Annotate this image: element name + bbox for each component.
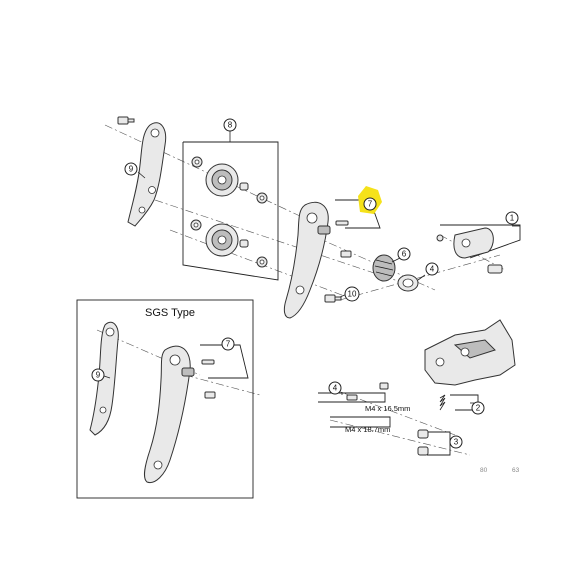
main-body xyxy=(424,319,516,386)
screws-part-3 xyxy=(417,429,451,456)
cap-part-4 xyxy=(397,274,419,292)
callout-6: 6 xyxy=(397,247,411,261)
svg-text:2: 2 xyxy=(476,404,481,413)
svg-text:4: 4 xyxy=(333,384,338,393)
callout-1: 1 xyxy=(505,211,519,225)
inner-cage-plate xyxy=(283,201,331,319)
svg-text:9: 9 xyxy=(129,165,134,174)
svg-text:7: 7 xyxy=(226,340,231,349)
pivot-screw xyxy=(117,116,135,125)
callout-8: 8 xyxy=(223,118,237,132)
callout-9-sgs: 9 xyxy=(91,368,105,382)
screw-label-m4-16-5: M4 x 16.5mm xyxy=(365,404,410,413)
svg-text:6: 6 xyxy=(402,250,407,259)
callout-5: 4 xyxy=(328,381,342,395)
svg-text:7: 7 xyxy=(368,200,373,209)
pulley-set-box xyxy=(182,130,279,281)
pulley-upper xyxy=(205,163,239,197)
b-knuckle-part-1 xyxy=(436,224,521,274)
svg-text:8: 8 xyxy=(228,121,233,130)
spring-part-6 xyxy=(372,254,396,282)
bolt-box-7 xyxy=(335,199,381,258)
screw-label-m4-18-7: M4 x 18.7mm xyxy=(345,425,390,434)
callout-9: 9 xyxy=(124,162,138,176)
callout-7-highlighted: 7 xyxy=(358,186,382,214)
corner-mark-right: 63 xyxy=(512,467,520,474)
sgs-bolt-box xyxy=(200,344,249,399)
pulley-lower xyxy=(205,223,239,257)
sgs-inner-plate xyxy=(143,345,195,484)
svg-text:3: 3 xyxy=(454,438,459,447)
long-screws xyxy=(318,382,391,428)
callout-4: 4 xyxy=(425,262,439,276)
outer-plate-part-9 xyxy=(127,122,167,227)
svg-text:10: 10 xyxy=(348,290,357,299)
callout-3: 3 xyxy=(449,435,463,449)
svg-text:1: 1 xyxy=(510,214,515,223)
sgs-type-title: SGS Type xyxy=(145,307,195,319)
sgs-type-box xyxy=(76,299,254,499)
svg-text:9: 9 xyxy=(96,371,101,380)
screw-part-10 xyxy=(324,294,342,303)
corner-mark-left: 80 xyxy=(480,467,488,474)
svg-text:4: 4 xyxy=(430,265,435,274)
callout-10: 10 xyxy=(344,286,360,302)
callout-7-sgs: 7 xyxy=(221,337,235,351)
callout-2: 2 xyxy=(471,401,485,415)
pulley-washers xyxy=(190,156,268,268)
